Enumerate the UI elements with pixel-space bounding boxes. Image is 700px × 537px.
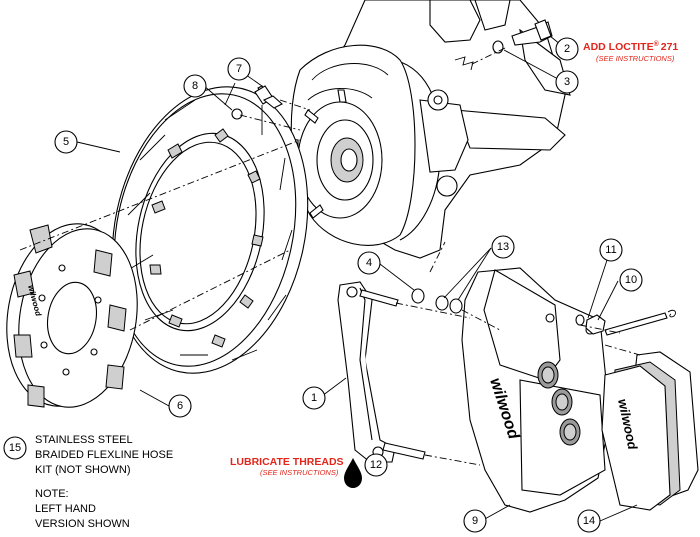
loctite-annotation: ADD LOCTITE®271 (SEE INSTRUCTIONS) — [583, 40, 678, 63]
svg-text:15: 15 — [9, 442, 21, 454]
leader-lines — [76, 35, 638, 522]
callout-10: 10 — [619, 268, 643, 292]
svg-text:4: 4 — [366, 257, 372, 269]
oil-drop-icon — [344, 458, 362, 488]
version-note: NOTE: LEFT HAND VERSION SHOWN — [35, 488, 130, 530]
caliper-bracket — [337, 281, 426, 463]
svg-text:13: 13 — [497, 241, 509, 253]
callout-7: 7 — [227, 57, 251, 81]
svg-text:10: 10 — [625, 274, 637, 286]
svg-text:12: 12 — [370, 459, 382, 471]
callout-4: 4 — [357, 251, 381, 275]
svg-text:BRAIDED FLEXLINE HOSE: BRAIDED FLEXLINE HOSE — [35, 449, 173, 461]
brake-rotor — [111, 82, 309, 374]
svg-text:LEFT HAND: LEFT HAND — [35, 503, 96, 515]
svg-text:11: 11 — [605, 244, 616, 256]
svg-text:ADD LOCTITE®271: ADD LOCTITE®271 — [583, 40, 678, 53]
loctite-number: 271 — [661, 41, 679, 53]
svg-text:6: 6 — [177, 400, 183, 412]
assembly-centerlines — [19, 47, 641, 466]
callout-9: 9 — [463, 509, 487, 533]
svg-text:NOTE:: NOTE: — [35, 488, 69, 500]
svg-text:14: 14 — [583, 515, 595, 527]
svg-text:9: 9 — [472, 515, 478, 527]
loctite-title: ADD LOCTITE — [583, 41, 654, 53]
callout-5: 5 — [54, 130, 78, 154]
hose-kit-note: STAINLESS STEEL BRAIDED FLEXLINE HOSE KI… — [35, 434, 173, 476]
callout-13: 13 — [491, 235, 515, 259]
callout-6: 6 — [168, 394, 192, 418]
svg-text:KIT (NOT SHOWN): KIT (NOT SHOWN) — [35, 464, 131, 476]
hardware — [231, 19, 677, 336]
svg-text:2: 2 — [564, 43, 570, 55]
svg-text:7: 7 — [236, 63, 242, 75]
callout-15: 15 — [3, 436, 27, 460]
svg-text:1: 1 — [311, 392, 317, 404]
svg-text:5: 5 — [63, 136, 69, 148]
svg-text:STAINLESS STEEL: STAINLESS STEEL — [35, 434, 133, 446]
callout-1: 1 — [302, 386, 326, 410]
svg-text:VERSION SHOWN: VERSION SHOWN — [35, 518, 130, 530]
svg-text:3: 3 — [564, 76, 570, 88]
brake-pads: wilwood — [601, 351, 699, 511]
lubricate-instructions: (SEE INSTRUCTIONS) — [260, 468, 339, 477]
brake-caliper: wilwood — [461, 267, 611, 513]
lubricate-annotation: LUBRICATE THREADS (SEE INSTRUCTIONS) — [230, 456, 362, 488]
callout-2: 2 — [555, 37, 579, 61]
rotor-hat: wilwood — [6, 223, 138, 408]
loctite-instructions: (SEE INSTRUCTIONS) — [596, 54, 675, 63]
callout-12: 12 — [364, 453, 388, 477]
callout-8: 8 — [183, 74, 207, 98]
callout-3: 3 — [555, 70, 579, 94]
svg-text:8: 8 — [192, 80, 198, 92]
loctite-registered-mark: ® — [654, 40, 660, 48]
callout-11: 11 — [599, 238, 623, 262]
lubricate-title: LUBRICATE THREADS — [230, 456, 344, 468]
callout-14: 14 — [577, 509, 601, 533]
wheel-hub — [283, 89, 383, 219]
